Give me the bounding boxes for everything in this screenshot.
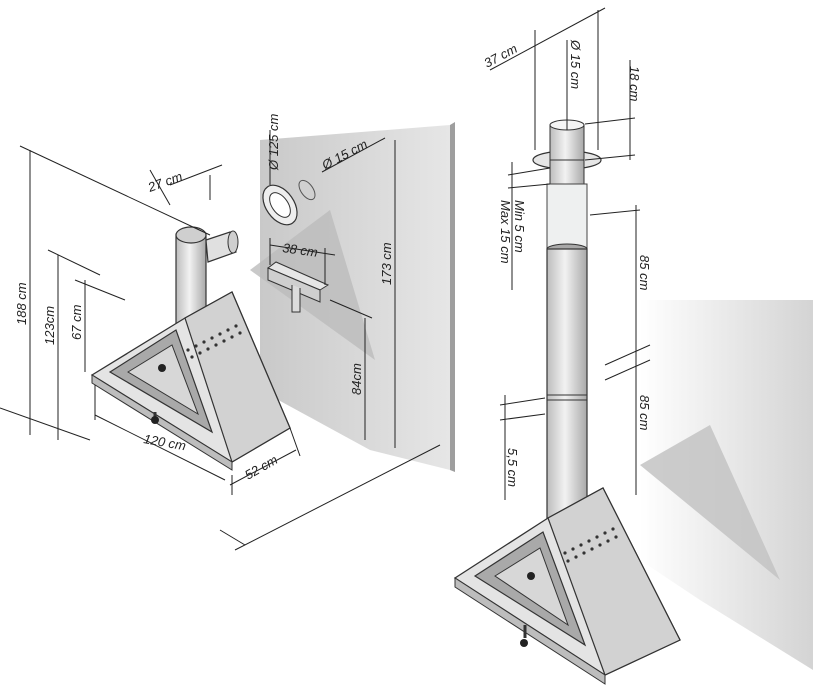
dim-173: 173 cm [379,242,394,285]
wall-bracket [267,261,330,313]
right-dimension-lines [489,7,651,500]
dim-120: 120 cm [142,431,187,453]
left-dimension-lines [0,130,441,551]
dim-84: 84cm [349,363,364,395]
dim-min: Min 5 cm [512,200,527,253]
right-shadow [640,425,780,580]
dim-55: 5,5 cm [505,448,520,487]
dim-max: Max 15 cm [498,200,513,264]
dim-85b: 85 cm [637,395,652,431]
dim-52: 52 cm [242,452,280,483]
dim-r15: Ø 15 cm [568,39,583,89]
right-pipe [546,248,588,530]
right-telescopic-sleeve [546,183,588,255]
dim-85a: 85 cm [637,255,652,291]
dim-123: 123cm [42,306,57,345]
dim-125: Ø 125 cm [266,113,281,171]
right-fireplace [453,487,681,685]
dim-188: 188 cm [14,282,29,325]
dim-37: 37 cm [481,41,519,71]
dim-67: 67 cm [69,304,84,340]
dim-38: 38 cm [282,240,319,260]
wall-ring [262,179,316,226]
right-ceiling-flange [532,119,602,185]
right-vent-dots [563,527,618,563]
dim-18: 18 cm [627,66,642,102]
left-vent-dots [186,324,242,359]
